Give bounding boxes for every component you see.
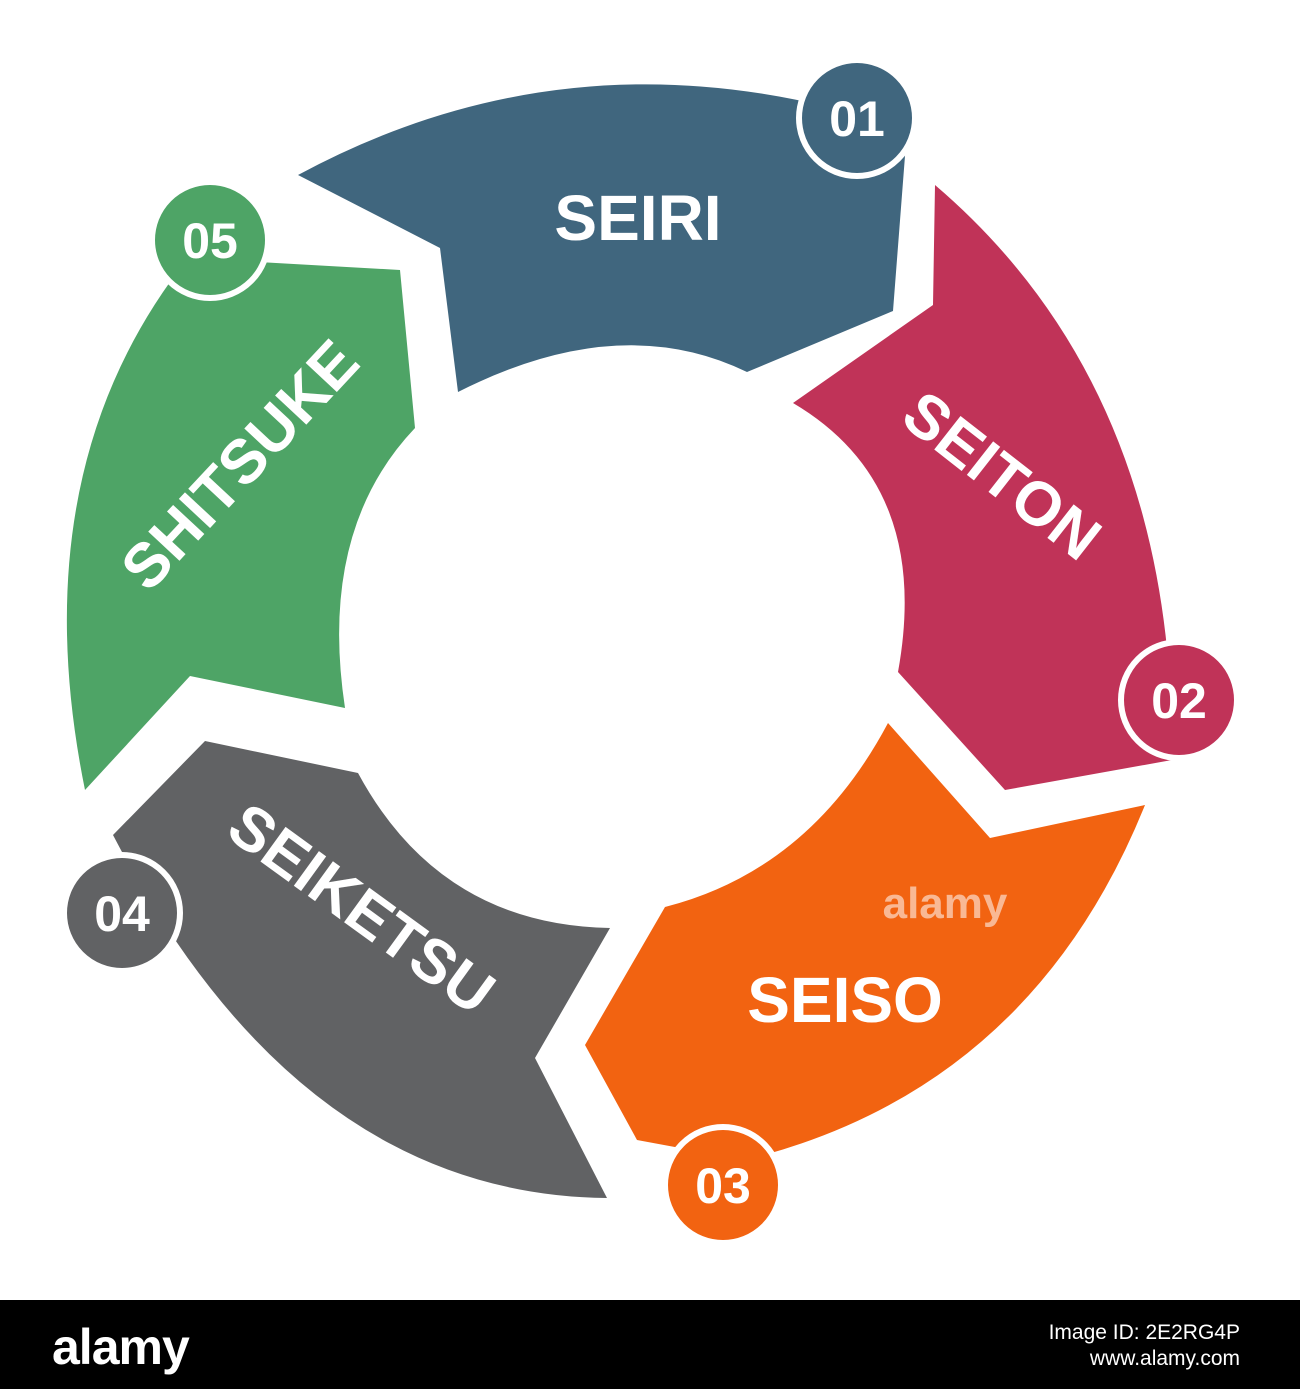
segment-seiri: SEIRI <box>298 84 907 392</box>
footer-meta: Image ID: 2E2RG4P www.alamy.com <box>1049 1320 1240 1372</box>
segment-shitsuke: SHITSUKE <box>66 258 416 790</box>
badge-01: 01 <box>796 57 918 179</box>
segment-seiri-label: SEIRI <box>554 182 721 254</box>
footer-image-id: Image ID: 2E2RG4P <box>1048 1321 1240 1344</box>
segment-shitsuke-arrow <box>66 258 416 790</box>
badge-05: 05 <box>149 179 271 301</box>
badge-05-number: 05 <box>182 213 238 269</box>
watermark: alamy <box>883 879 1008 928</box>
segment-seiso: SEISO <box>585 723 1145 1160</box>
segment-seiton: SEITON <box>793 185 1173 790</box>
segment-seiketsu: SEIKETSU <box>113 741 610 1198</box>
footer-brand-logo: alamy <box>52 1319 190 1375</box>
segment-seiso-arrow <box>585 723 1145 1160</box>
badge-04-number: 04 <box>94 886 150 942</box>
badge-02-number: 02 <box>1151 673 1207 729</box>
segment-seiri-arrow <box>298 84 907 392</box>
badge-03-number: 03 <box>695 1158 751 1214</box>
footer-url: www.alamy.com <box>1089 1347 1240 1370</box>
badge-02: 02 <box>1118 639 1240 761</box>
badge-04: 04 <box>61 852 183 974</box>
footer-bar: alamy Image ID: 2E2RG4P www.alamy.com <box>0 1300 1300 1389</box>
segment-seiton-arrow <box>793 185 1173 790</box>
badge-03: 03 <box>662 1124 784 1246</box>
segment-seiketsu-arrow <box>113 741 610 1198</box>
badge-01-number: 01 <box>829 91 885 147</box>
five-s-cycle-diagram: SEIRI SEITON SEISO SEIKETSU SHITSUKE ala… <box>61 57 1240 1246</box>
segment-seiso-label: SEISO <box>747 964 943 1036</box>
